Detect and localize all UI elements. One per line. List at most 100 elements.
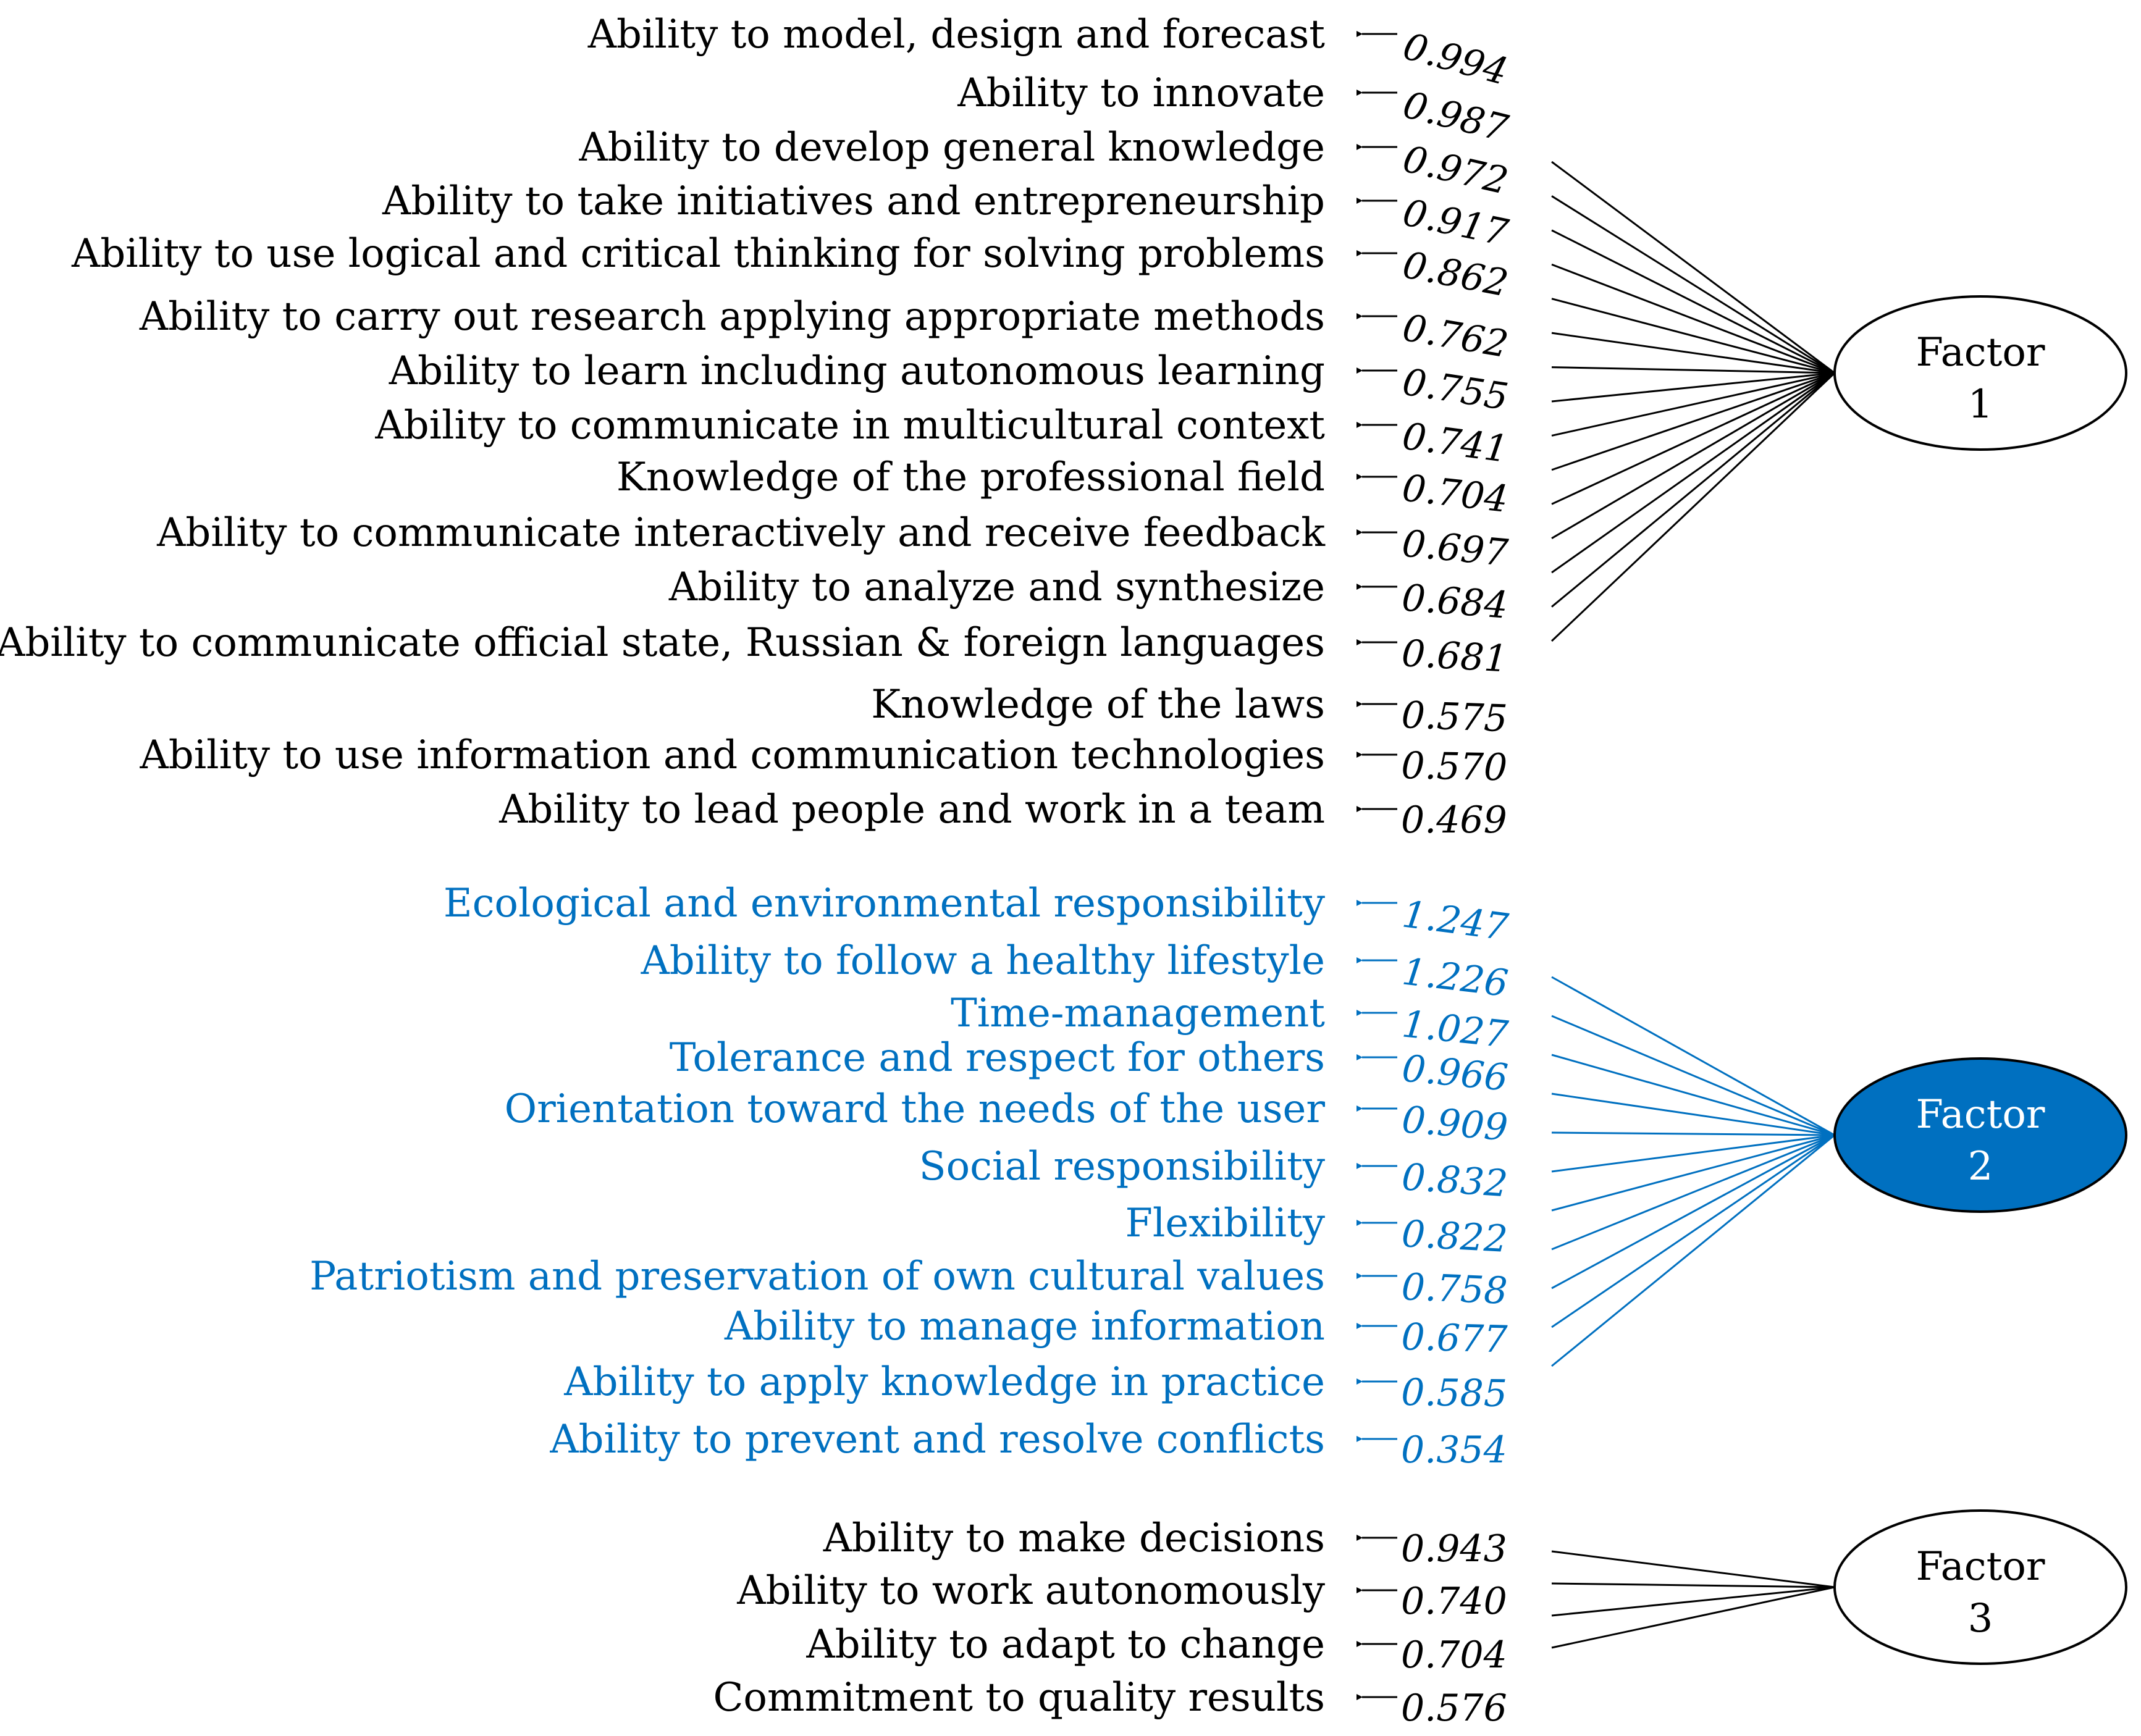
item-label: Ability to adapt to change (806, 1622, 1325, 1667)
factor-node: Factor 2 (1833, 1057, 2127, 1213)
loading-value: 0.354 (1401, 1428, 1507, 1472)
item-label: Time-management (951, 991, 1325, 1036)
loading-line (1551, 195, 1835, 374)
loading-line (1551, 263, 1835, 374)
loading-value: 0.832 (1400, 1155, 1509, 1206)
loading-line (1551, 229, 1835, 374)
item-label: Ability to model, design and forecast (587, 12, 1326, 57)
loading-value: 0.704 (1400, 466, 1510, 521)
item-label: Ability to communicate in multicultural … (374, 403, 1325, 448)
loading-value: 0.909 (1400, 1098, 1510, 1149)
factor-title: Factor (1916, 330, 2045, 375)
loading-line (1551, 1550, 1835, 1588)
loading-value: 0.684 (1400, 576, 1510, 627)
loading-line (1551, 372, 1835, 403)
item-label: Patriotism and preservation of own cultu… (309, 1254, 1325, 1299)
loading-line (1551, 372, 1835, 540)
factor-node: Factor 3 (1833, 1509, 2127, 1665)
loading-value: 0.469 (1401, 799, 1507, 842)
loading-line (1551, 298, 1835, 374)
factor-number: 3 (1968, 1596, 1993, 1642)
loading-value: 0.994 (1399, 25, 1512, 94)
loading-value: 0.740 (1401, 1580, 1507, 1623)
loading-value: 0.585 (1401, 1371, 1508, 1415)
item-label: Ability to work autonomously (736, 1568, 1325, 1614)
item-label: Ability to communicate official state, R… (0, 620, 1325, 666)
factor-number: 1 (1968, 382, 1993, 427)
item-label: Ability to analyze and synthesize (668, 564, 1325, 610)
loading-value: 0.704 (1401, 1633, 1507, 1677)
factor-node: Factor 1 (1833, 295, 2127, 451)
loading-lines-layer (1550, 161, 1836, 1649)
loading-value: 0.762 (1399, 306, 1511, 367)
loading-value: 0.677 (1401, 1315, 1508, 1361)
item-label: Flexibility (1125, 1201, 1325, 1246)
item-label: Commitment to quality results (713, 1675, 1325, 1721)
loading-line (1551, 1134, 1835, 1289)
loading-line (1551, 372, 1835, 437)
loading-line (1551, 1134, 1835, 1367)
item-label: Knowledge of the laws (871, 682, 1325, 728)
loading-value: 0.570 (1401, 744, 1508, 789)
item-label: Ability to carry out research applying a… (139, 294, 1325, 340)
loading-value: 0.681 (1400, 632, 1508, 681)
item-label: Ability to manage information (724, 1304, 1325, 1349)
item-labels-layer: Ability to model, design and forecastAbi… (0, 12, 1326, 1721)
item-label: Ability to learn including autonomous le… (389, 348, 1325, 394)
loading-line (1551, 1131, 1835, 1136)
loading-value: 0.758 (1400, 1265, 1508, 1313)
loading-line (1551, 372, 1835, 574)
loading-values-layer: 0.9940.9870.9720.9170.8620.7620.7550.741… (1399, 25, 1513, 1730)
loading-line (1551, 976, 1835, 1136)
loading-line (1551, 1134, 1835, 1212)
item-label: Ability to follow a healthy lifestyle (641, 938, 1325, 984)
item-label: Ability to take initiatives and entrepre… (382, 178, 1325, 224)
item-label: Ecological and environmental responsibil… (444, 881, 1325, 926)
loading-value: 0.755 (1400, 361, 1511, 419)
loading-value: 0.575 (1400, 694, 1508, 740)
factor-title: Factor (1916, 1092, 2045, 1138)
item-label: Ability to innovate (957, 70, 1325, 116)
loading-line (1551, 1134, 1835, 1328)
loading-line (1551, 372, 1835, 471)
item-label: Ability to lead people and work in a tea… (498, 787, 1325, 832)
factor-number: 2 (1968, 1144, 1993, 1189)
factor-ellipse (1833, 1509, 2127, 1665)
loading-line (1551, 1092, 1835, 1136)
loading-value: 0.697 (1400, 522, 1510, 575)
loading-value: 0.822 (1400, 1212, 1508, 1261)
loading-value: 1.247 (1400, 892, 1511, 949)
loading-line (1551, 161, 1835, 374)
loading-value: 1.226 (1400, 950, 1510, 1005)
item-label: Ability to make decisions (823, 1516, 1325, 1561)
loading-line (1551, 372, 1835, 505)
loading-line (1551, 1134, 1835, 1251)
loading-line (1551, 332, 1835, 374)
loading-line (1551, 1582, 1835, 1588)
loading-value: 0.576 (1401, 1687, 1507, 1730)
loading-line (1551, 372, 1835, 608)
loading-line (1551, 1586, 1835, 1649)
item-label: Ability to use logical and critical thin… (71, 231, 1325, 277)
factor-ellipse (1833, 295, 2127, 451)
item-label: Tolerance and respect for others (670, 1035, 1325, 1081)
item-label: Social responsibility (919, 1144, 1325, 1189)
item-label: Ability to use information and communica… (140, 732, 1326, 778)
item-label: Ability to apply knowledge in practice (563, 1359, 1325, 1405)
item-label: Ability to prevent and resolve conflicts (549, 1417, 1325, 1462)
loading-line (1551, 1586, 1835, 1617)
factor-ellipse (1833, 1057, 2127, 1213)
loading-line (1551, 366, 1835, 374)
factor-title: Factor (1916, 1544, 2045, 1590)
loading-line (1550, 372, 1836, 642)
arrows-layer (1357, 31, 1397, 1700)
loading-line (1551, 1015, 1835, 1136)
item-label: Ability to communicate interactively and… (156, 510, 1326, 556)
loading-value: 0.943 (1401, 1527, 1507, 1570)
item-label: Ability to develop general knowledge (578, 125, 1325, 170)
loading-line (1551, 1134, 1835, 1173)
item-label: Orientation toward the needs of the user (505, 1086, 1326, 1132)
